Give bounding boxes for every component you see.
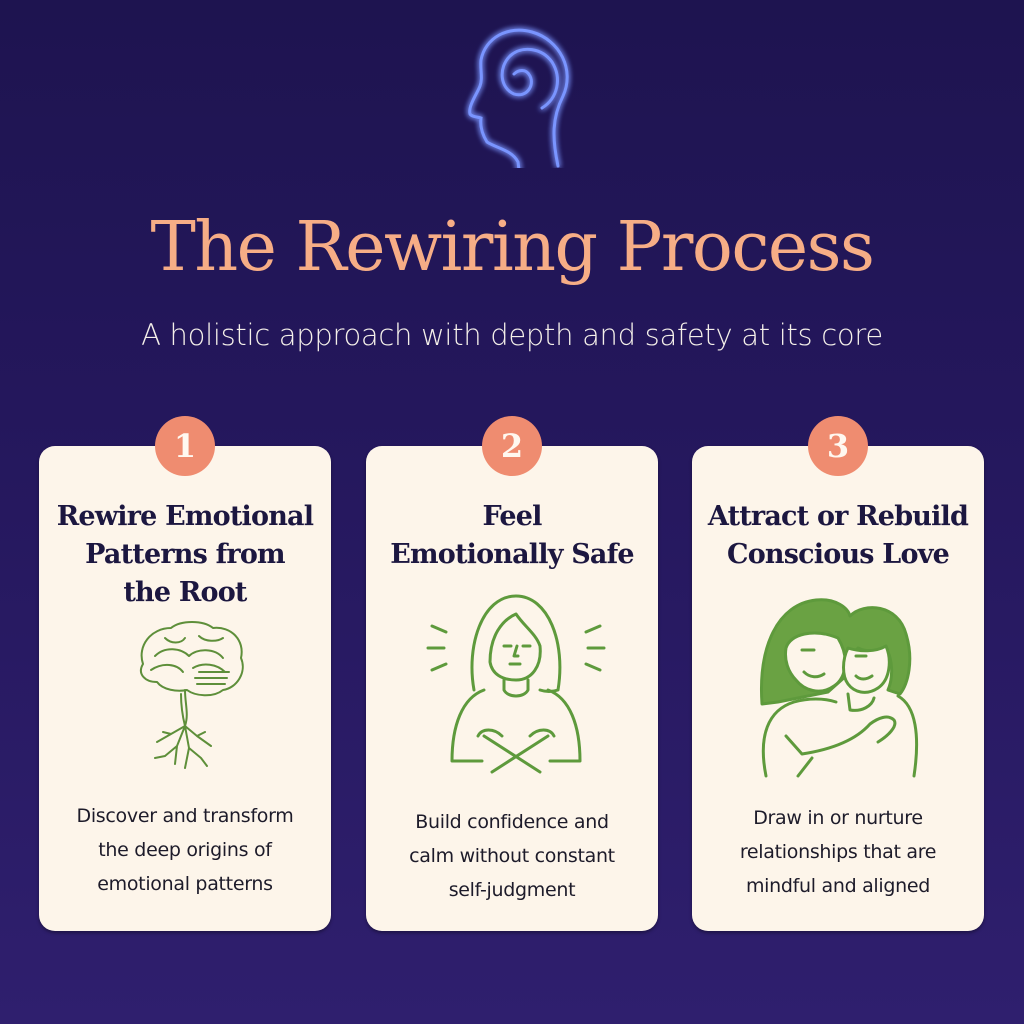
step-title: Feel Emotionally Safe <box>374 498 650 574</box>
step-description-line: self-judgment <box>448 879 576 901</box>
step-description: Draw in or nurture relationships that ar… <box>702 801 974 903</box>
step-title-line: Feel <box>482 501 542 532</box>
step-card-3: 3 Attract or Rebuild Conscious Love Draw… <box>692 416 984 931</box>
step-description: Build confidence and calm without consta… <box>376 805 648 907</box>
step-title-line: Patterns from <box>85 539 285 570</box>
page-title: The Rewiring Process <box>150 208 875 287</box>
step-number-badge: 3 <box>808 416 868 476</box>
step-description-line: Discover and transform <box>76 805 294 827</box>
step-title-line: the Root <box>123 577 247 608</box>
step-number-badge: 2 <box>482 416 542 476</box>
step-card-2: 2 Feel Emotionally Safe Build confidence… <box>366 416 658 931</box>
step-description-line: mindful and aligned <box>745 875 931 897</box>
embracing-couple-icon <box>759 598 919 778</box>
step-title-line: Rewire Emotional <box>56 501 314 532</box>
self-hug-woman-icon <box>426 594 606 774</box>
brain-roots-icon <box>139 621 244 769</box>
step-title-line: Attract or Rebuild <box>707 501 969 532</box>
page-subtitle: A holistic approach with depth and safet… <box>141 318 883 352</box>
step-title: Attract or Rebuild Conscious Love <box>700 498 976 574</box>
step-title: Rewire Emotional Patterns from the Root <box>47 498 323 612</box>
step-title-line: Conscious Love <box>727 539 950 570</box>
step-description-line: emotional patterns <box>97 873 273 895</box>
step-description-line: calm without constant <box>409 845 615 867</box>
step-number-badge: 1 <box>155 416 215 476</box>
step-card-1: 1 Rewire Emotional Patterns from the Roo… <box>39 416 331 931</box>
step-title-line: Emotionally Safe <box>390 539 634 570</box>
step-description: Discover and transform the deep origins … <box>49 799 321 901</box>
step-description-line: the deep origins of <box>98 839 272 861</box>
step-description-line: Build confidence and <box>415 811 609 833</box>
step-description-line: relationships that are <box>739 841 937 863</box>
step-description-line: Draw in or nurture <box>753 807 923 829</box>
head-spiral-icon <box>468 28 569 168</box>
